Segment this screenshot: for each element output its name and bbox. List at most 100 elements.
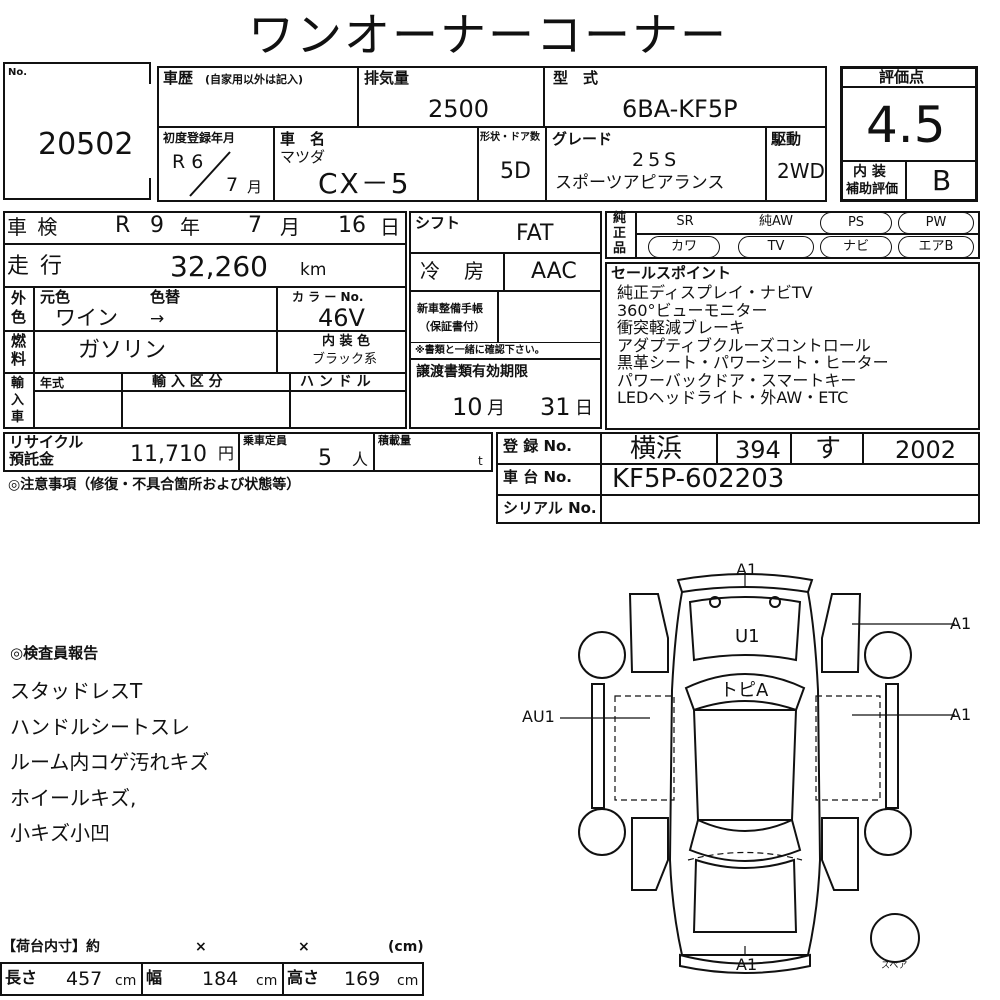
inspection-month-unit: 月 <box>280 215 300 239</box>
shift-label: シフト <box>415 214 461 232</box>
interior-color-value: ブラック系 <box>312 352 378 367</box>
car-name-value: CX－5 <box>318 167 411 200</box>
row-line <box>409 358 602 360</box>
import-label-1: 輸 <box>11 376 25 391</box>
col-line <box>276 286 278 374</box>
car-maker: マツダ <box>280 148 326 166</box>
row-line <box>3 372 407 374</box>
col-line <box>716 432 718 465</box>
header-grid-mid <box>157 126 827 128</box>
rating-divider <box>905 160 907 202</box>
col-line <box>790 432 792 465</box>
col-line <box>141 962 143 996</box>
col-line <box>33 286 35 429</box>
col-line <box>238 432 240 472</box>
row-line <box>3 330 407 332</box>
cargo-length: 457 <box>66 968 103 990</box>
chassis-label: 車 台 No. <box>503 468 573 486</box>
sales-lines: 純正ディスプレイ・ナビTV 360°ビューモニター 衝突軽減ブレーキ アダプティ… <box>617 284 889 407</box>
sales-line: パワーバックドア・スマートキー <box>617 370 857 390</box>
chassis-value: KF5P-602203 <box>612 464 785 494</box>
sales-line: 360°ビューモニター <box>617 300 768 320</box>
divider <box>273 126 275 202</box>
transfer-month-unit: 月 <box>487 398 505 419</box>
interior-label-1: 内 装 <box>853 164 886 180</box>
inspector-line: ルーム内コゲ汚れキズ <box>10 750 210 774</box>
equip-genuine-aw: 純AW <box>758 214 794 229</box>
col-line <box>282 962 284 996</box>
body-label: 形状・ドア数 <box>480 132 540 143</box>
first-reg-label: 初度登録年月 <box>163 131 236 145</box>
grade-label: グレード <box>552 130 613 148</box>
registration-class: 394 <box>735 436 781 464</box>
change-color-label: 色替 <box>150 288 181 306</box>
equip-leather: カワ <box>648 236 720 258</box>
cargo-grid <box>0 962 424 996</box>
col-line <box>121 374 123 429</box>
history-label: 車歴 <box>163 69 194 87</box>
load-unit: t <box>478 454 483 468</box>
cargo-height-unit: cm <box>397 973 419 989</box>
registration-kana: す <box>815 434 842 464</box>
equipment-label-1: 純 <box>613 211 627 226</box>
ext-color-label-1: 外 <box>11 289 27 307</box>
cargo-height: 169 <box>344 968 381 990</box>
car-diagram <box>560 573 955 974</box>
equipment-label-2: 正 <box>613 226 627 241</box>
inspector-line: ハンドルシートスレ <box>10 714 190 739</box>
registration-grid <box>496 432 980 524</box>
color-code-value: 46V <box>318 304 365 332</box>
cargo-x2: × <box>298 939 310 955</box>
inspection-year: 9 <box>150 213 164 238</box>
serial-label: シリアル No. <box>503 499 597 517</box>
lot-box-top <box>3 62 151 64</box>
import-label-2: 入 <box>11 393 25 408</box>
first-reg-era: R 6 <box>172 151 204 173</box>
ac-label: 冷 房 <box>420 259 486 283</box>
lot-box-tick-top <box>149 62 151 84</box>
fuel-label-2: 料 <box>11 350 27 368</box>
inspector-label: ◎検査員報告 <box>10 644 99 662</box>
header-grid <box>157 66 827 202</box>
notes-label: ◎注意事項（修復・不具合箇所および状態等） <box>8 477 301 493</box>
drive-value: 2WD <box>777 159 825 183</box>
divider <box>357 66 359 128</box>
row-line <box>496 463 980 465</box>
interior-value: B <box>932 164 952 197</box>
maint-label-2: （保証書付） <box>419 320 485 333</box>
cargo-width-unit: cm <box>256 973 278 989</box>
equip-tv: TV <box>738 236 814 258</box>
capacity-label: 乗車定員 <box>243 434 287 447</box>
grade-line2: スポーツアピアランス <box>555 173 725 193</box>
cargo-width-label: 幅 <box>146 968 163 987</box>
inspection-day: 16 <box>338 213 366 238</box>
lot-no-value: 20502 <box>38 127 134 162</box>
row-line <box>3 243 407 245</box>
inspector-line: 小キズ小凹 <box>10 821 110 845</box>
sales-label: セールスポイント <box>611 264 732 282</box>
rating-box <box>840 66 978 202</box>
cargo-label: 【荷台内寸】約 <box>2 939 100 955</box>
load-label: 積載量 <box>378 434 411 447</box>
mileage-label: 走 行 <box>7 254 64 279</box>
row-line <box>409 342 602 343</box>
rating-divider <box>840 86 978 88</box>
capacity-unit: 人 <box>352 450 369 469</box>
displacement-value: 2500 <box>428 95 490 123</box>
displacement-label: 排気量 <box>364 69 410 87</box>
row-line <box>3 286 407 288</box>
sales-line: 黒革シート・パワーシート・ヒーター <box>617 353 889 372</box>
recycle-label-2: 預託金 <box>9 450 55 468</box>
divider <box>765 126 767 202</box>
sales-line: アダプティブクルーズコントロール <box>617 335 871 355</box>
capacity-value: 5 <box>318 446 332 471</box>
registration-number: 2002 <box>895 436 957 464</box>
inspection-month: 7 <box>248 213 262 238</box>
grade-line1: 25S <box>632 149 681 171</box>
model-value: 6BA-KF5P <box>622 95 738 123</box>
registration-area: 横浜 <box>630 434 683 464</box>
first-reg-month: 7 <box>226 174 239 196</box>
transfer-day: 31 <box>540 393 571 421</box>
equipment-label-3: 品 <box>613 241 627 256</box>
equipment-grid <box>605 211 980 259</box>
